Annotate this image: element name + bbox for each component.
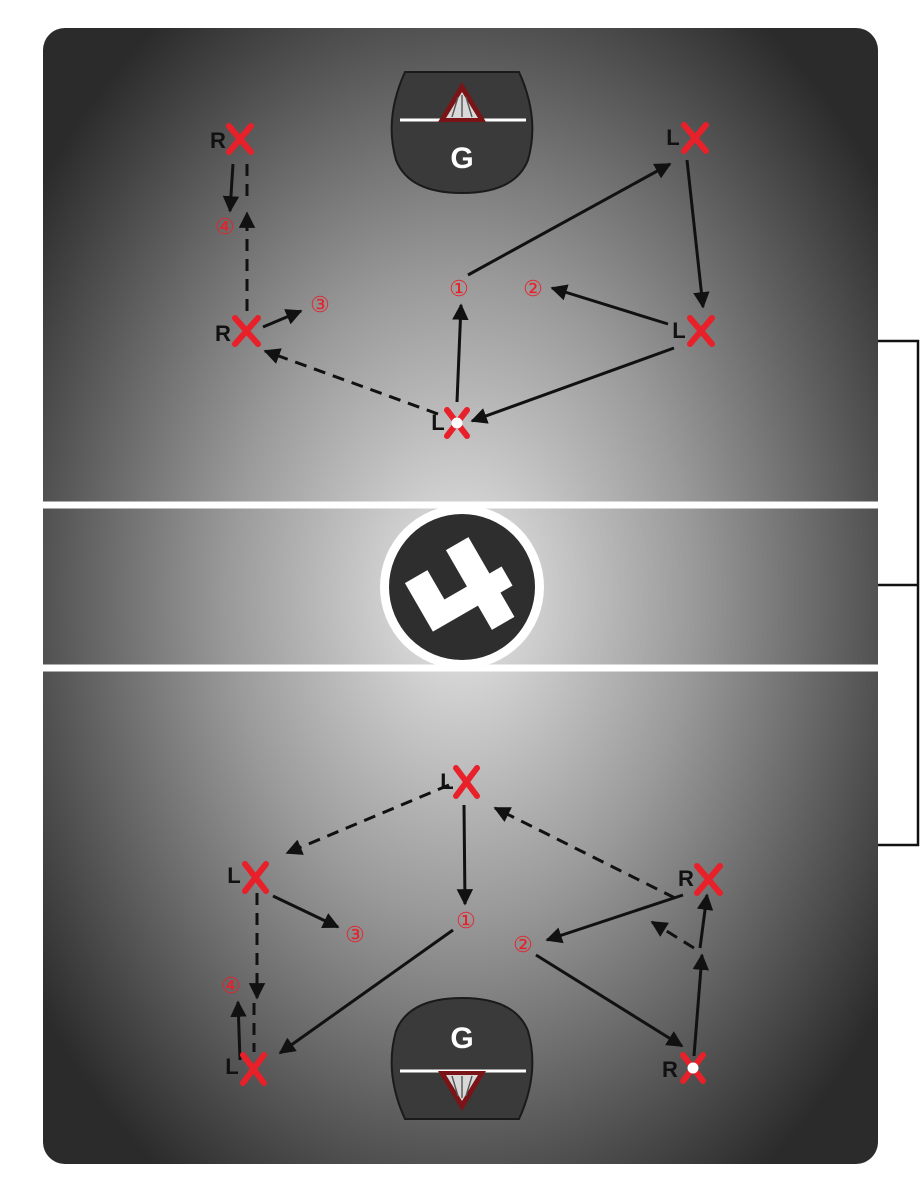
player-letter: R xyxy=(678,866,694,891)
step-number: ③ xyxy=(310,292,330,317)
cross-marker-icon xyxy=(687,315,715,347)
cross-marker-icon xyxy=(694,863,723,896)
arrow-dashed xyxy=(650,920,695,950)
player-letter: L xyxy=(431,410,444,435)
player-letter: R xyxy=(662,1057,678,1082)
goal-crease-icon xyxy=(390,71,534,195)
arrows-bottom xyxy=(230,783,714,1061)
side-bracket xyxy=(878,339,920,847)
arrow-solid xyxy=(550,284,669,326)
goal-crease-icon xyxy=(390,996,534,1120)
cross-marker-icon xyxy=(453,765,480,799)
arrow-dashed xyxy=(285,783,450,855)
player-marker: R xyxy=(215,315,261,347)
arrow-solid xyxy=(278,928,454,1055)
step-number: ④ xyxy=(221,973,241,998)
arrow-solid xyxy=(535,953,684,1048)
player-marker: L xyxy=(666,122,709,154)
arrow-solid xyxy=(467,162,672,277)
ball-icon xyxy=(451,417,463,429)
cross-marker-icon xyxy=(226,123,254,155)
step-number: ① xyxy=(449,276,469,301)
arrow-solid xyxy=(452,303,469,403)
lf-monogram-icon xyxy=(380,505,544,669)
step-number: ④ xyxy=(215,214,235,239)
arrow-solid xyxy=(262,309,303,329)
ball-icon xyxy=(687,1062,699,1074)
cross-marker-icon xyxy=(242,861,269,894)
player-letter: R xyxy=(210,128,226,153)
arrow-dashed xyxy=(493,806,676,900)
step-number: ② xyxy=(513,932,533,957)
player-letter: L xyxy=(440,769,453,794)
arrow-solid xyxy=(456,804,474,906)
player-marker: L xyxy=(227,861,269,894)
player-letter: L xyxy=(227,863,240,888)
goal-top-letter: G xyxy=(450,142,473,175)
cross-marker-icon xyxy=(232,315,261,347)
player-letter: L xyxy=(225,1054,238,1079)
player-marker: L xyxy=(431,407,470,439)
player-letter: L xyxy=(672,318,685,343)
arrow-solid xyxy=(696,893,714,949)
arrow-solid xyxy=(272,894,340,929)
player-letter: L xyxy=(666,125,679,150)
step-number: ③ xyxy=(345,922,365,947)
player-marker: R xyxy=(210,123,254,155)
cross-marker-icon xyxy=(681,122,709,154)
cross-marker-icon xyxy=(240,1052,267,1086)
player-letter: R xyxy=(215,321,231,346)
step-number: ① xyxy=(456,908,476,933)
player-marker: L xyxy=(440,765,480,799)
arrow-solid xyxy=(692,953,710,1057)
arrow-solid xyxy=(230,1000,247,1061)
arrow-solid xyxy=(545,893,684,944)
goal-bottom-letter: G xyxy=(450,1022,473,1055)
arrow-dashed xyxy=(263,348,439,416)
player-marker: R xyxy=(662,1052,706,1084)
player-marker: L xyxy=(672,315,715,347)
arrow-solid xyxy=(470,346,675,424)
arrow-solid xyxy=(222,163,240,213)
step-number: ② xyxy=(523,276,543,301)
player-marker: L xyxy=(225,1052,267,1086)
player-marker: R xyxy=(678,863,723,896)
arrow-solid xyxy=(685,159,710,309)
arrows-top xyxy=(222,159,710,424)
